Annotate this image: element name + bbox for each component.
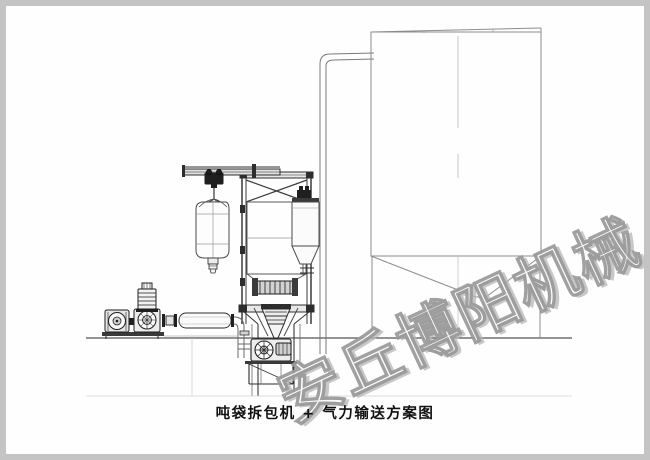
silo-cone (370, 255, 542, 298)
discharge-cone (253, 304, 299, 339)
rotary-valve (245, 338, 297, 385)
vibrating-feeder (252, 278, 298, 296)
storage-silo (370, 27, 542, 257)
diagram-caption: 吨袋拆包机 + 气力输送方案图 (215, 406, 435, 422)
air-pipe (164, 316, 251, 358)
reference-lines (86, 338, 572, 397)
bulk-bag (195, 198, 230, 274)
conveying-pipe (319, 52, 375, 354)
engineering-drawing (86, 27, 572, 397)
roots-blower (102, 308, 164, 339)
air-filter (136, 282, 158, 312)
dust-collector (291, 186, 320, 276)
silencer (162, 312, 234, 329)
silo-leg (371, 256, 541, 338)
hoist-beam (182, 164, 281, 178)
